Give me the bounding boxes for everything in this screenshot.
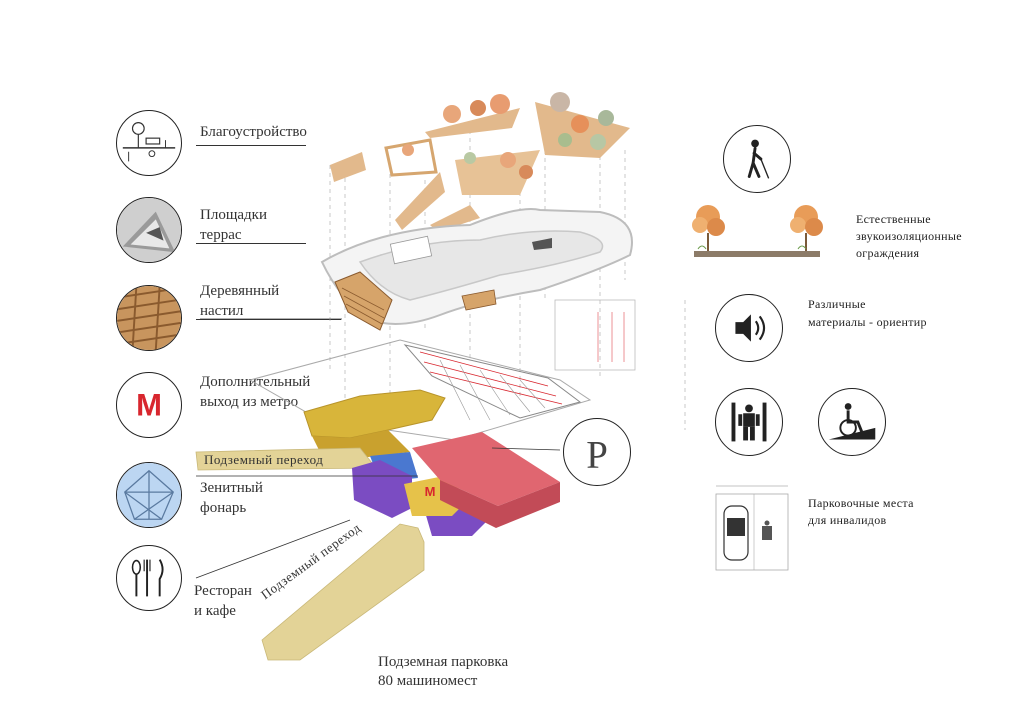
speaker-icon <box>715 294 783 362</box>
label-wood-deck-l2: настил <box>200 303 244 319</box>
underline-wood-deck <box>196 319 341 320</box>
svg-text:P: P <box>586 434 608 477</box>
parking-icon: P <box>563 418 631 486</box>
label-terrace-l2: террас <box>200 227 242 243</box>
label-restaurant-l2: и кафе <box>194 603 236 619</box>
parking-volume-side <box>440 480 560 528</box>
metro-hub-mark: М <box>425 484 436 499</box>
noise-barrier-icon <box>692 205 823 257</box>
accessible-parking-icon <box>715 485 789 571</box>
accessible-parking-label-l2: для инвалидов <box>808 513 887 527</box>
accessible-parking-label-l1: Парковочные места <box>808 496 914 510</box>
label-metro-l1: Дополнительный <box>200 374 311 390</box>
landscaping-layer <box>330 92 630 232</box>
skylight-icon <box>116 462 182 528</box>
tunnel-diagonal <box>261 523 425 661</box>
svg-text:M: M <box>136 388 162 423</box>
label-landscaping: Благоустройство <box>200 124 307 140</box>
wheelchair-ramp-icon <box>818 388 886 456</box>
label-restaurant-l1: Ресторан <box>194 583 252 599</box>
blind-pedestrian-icon <box>723 125 791 193</box>
underline-terrace <box>196 243 306 244</box>
label-skylight-l1: Зенитный <box>200 480 263 496</box>
wood-deck-icon <box>116 285 182 351</box>
noise-label-l1: Естественные <box>856 212 931 226</box>
label-wood-deck-l1: Деревянный <box>200 283 280 299</box>
label-metro-l2: выход из метро <box>200 394 299 410</box>
restaurant-icon <box>116 545 182 611</box>
caption-l1: Подземная парковка <box>378 654 509 670</box>
underline-landscaping <box>196 145 306 146</box>
caption-l2: 80 машиномест <box>378 673 478 689</box>
landscaping-icon <box>116 110 182 176</box>
metro-icon: M <box>116 372 182 438</box>
materials-label-l1: Различные <box>808 297 866 311</box>
noise-label-l3: ограждения <box>856 246 920 260</box>
tunnel-top-label: Подземный переход <box>204 452 324 467</box>
metro-exit-volume <box>303 389 446 439</box>
label-skylight-l2: фонарь <box>200 500 247 516</box>
materials-label-l2: материалы - ориентир <box>808 315 927 329</box>
elevator-icon <box>715 388 783 456</box>
noise-label-l2: звукоизоляционные <box>856 229 962 243</box>
parking-volume-top <box>412 432 560 506</box>
purple-volume-left <box>352 460 412 518</box>
terrace-icon <box>116 197 182 263</box>
label-terrace-l1: Площадки <box>200 207 267 223</box>
terrace-layer <box>320 208 633 331</box>
